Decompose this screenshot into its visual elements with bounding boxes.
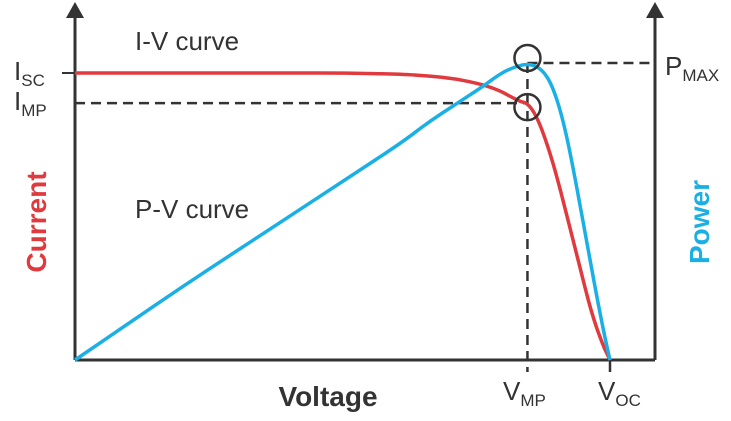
voc-label-main: V bbox=[598, 376, 616, 406]
vmp-label-sub: MP bbox=[520, 391, 546, 410]
voc-label: VOC bbox=[598, 376, 641, 410]
pv-curve-line bbox=[74, 62, 612, 362]
right-axis-title: Power bbox=[684, 180, 715, 264]
imp-label-sub: MP bbox=[21, 101, 47, 120]
iv-curve-label: I-V curve bbox=[135, 26, 239, 56]
isc-label: ISC bbox=[14, 56, 45, 90]
left-y-axis-arrow bbox=[66, 2, 84, 18]
pmax-label-sub: MAX bbox=[682, 66, 719, 85]
iv-curve-line bbox=[75, 71, 612, 361]
imp-marker-circle bbox=[513, 92, 542, 122]
vmp-label-main: V bbox=[503, 376, 521, 406]
imp-label: IMP bbox=[14, 86, 47, 120]
imp-label-main: I bbox=[14, 86, 21, 116]
pmax-label-main: P bbox=[665, 51, 682, 81]
right-y-axis-arrow bbox=[646, 2, 664, 18]
pmax-label: PMAX bbox=[665, 51, 719, 85]
curves bbox=[74, 62, 612, 362]
guide-lines bbox=[62, 61, 655, 372]
pmax-marker-circle bbox=[513, 43, 542, 73]
pv-curve-label: P-V curve bbox=[135, 194, 249, 224]
isc-label-sub: SC bbox=[21, 71, 45, 90]
vmp-label: VMP bbox=[503, 376, 546, 410]
left-axis-title: Current bbox=[21, 171, 52, 272]
voc-label-sub: OC bbox=[615, 391, 641, 410]
isc-label-main: I bbox=[14, 56, 21, 86]
marker-circles bbox=[513, 43, 542, 122]
x-axis-title: Voltage bbox=[278, 381, 377, 412]
